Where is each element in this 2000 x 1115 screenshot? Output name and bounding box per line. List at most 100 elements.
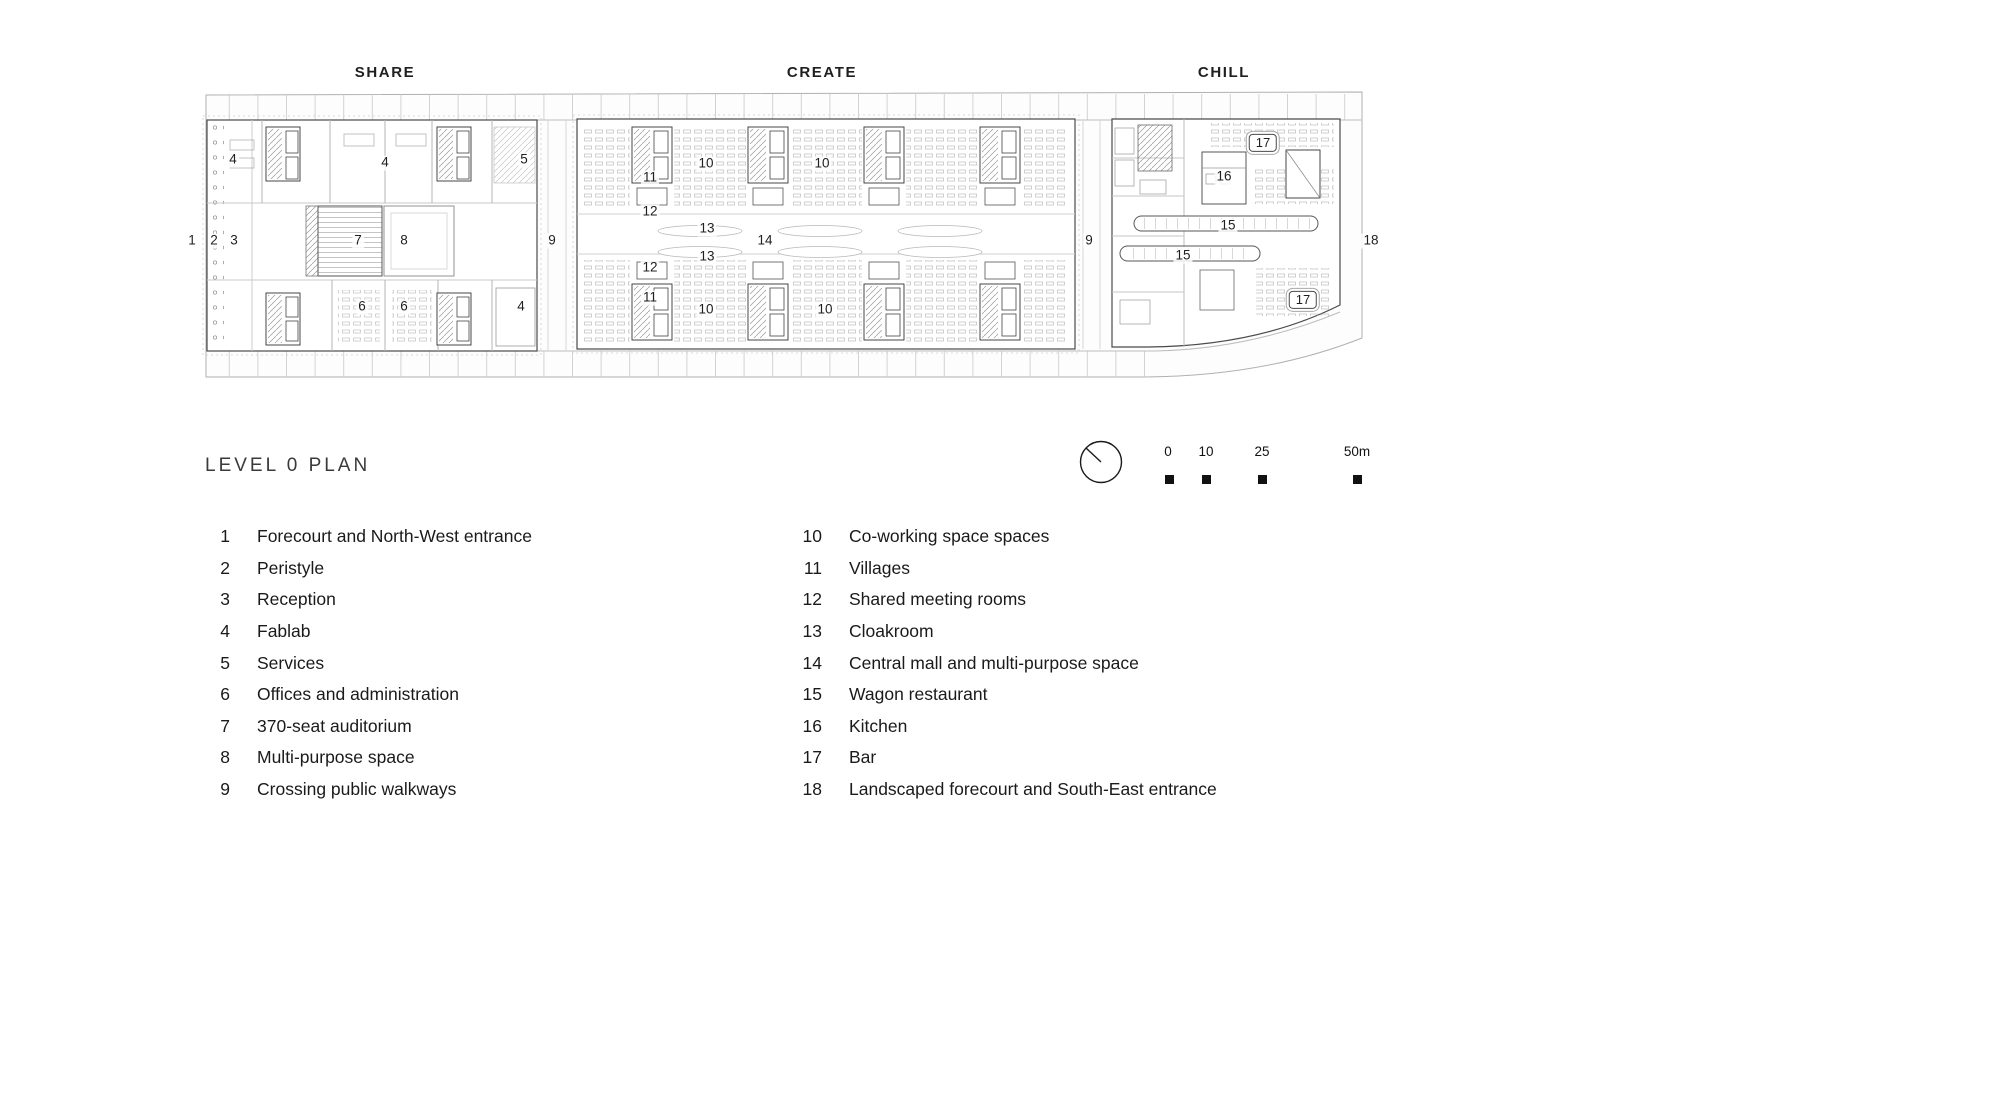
room-label-2: 2 — [208, 232, 220, 249]
auditorium — [305, 205, 383, 277]
scale-square — [1202, 475, 1211, 484]
stair-core — [265, 126, 301, 182]
services-room — [493, 126, 536, 184]
legend-label: Fablab — [257, 621, 311, 642]
service-room — [1199, 269, 1235, 311]
legend-item: 17 Bar — [762, 742, 1217, 774]
legend-number: 6 — [220, 684, 230, 705]
scale-tick-25: 25 — [1254, 444, 1270, 459]
legend-label: Reception — [257, 589, 336, 610]
legend-label: Shared meeting rooms — [849, 589, 1027, 610]
room-label-13: 13 — [697, 248, 717, 265]
multi-purpose-space — [383, 205, 455, 277]
legend-item: 5 Services — [160, 647, 532, 679]
scale-tick-10: 10 — [1198, 444, 1214, 459]
room-label-17-boxed: 17 — [1288, 290, 1318, 310]
room-label-15: 15 — [1218, 217, 1238, 234]
room-label-9: 9 — [1083, 232, 1095, 249]
room-label-8: 8 — [398, 232, 410, 249]
legend-item: 11 Villages — [762, 553, 1217, 585]
stair-core — [436, 292, 472, 346]
legend-label: Offices and administration — [257, 684, 460, 705]
legend-label: Villages — [849, 557, 910, 578]
legend-label: Central mall and multi-purpose space — [849, 652, 1139, 673]
room-label-11: 11 — [640, 169, 660, 186]
room-label-10: 10 — [696, 301, 716, 318]
cloakroom-lenses — [657, 225, 983, 258]
public-walkway-east — [1082, 120, 1101, 349]
room-label-10: 10 — [812, 155, 832, 172]
village-cluster — [978, 125, 1022, 344]
legend-label: Cloakroom — [849, 621, 934, 642]
scale-square — [1165, 475, 1174, 484]
room-label-6: 6 — [356, 298, 368, 315]
legend-number: 5 — [220, 652, 230, 673]
zone-title-chill: CHILL — [1197, 64, 1251, 81]
legend-item: 15 Wagon restaurant — [762, 679, 1217, 711]
room-label-10: 10 — [696, 155, 716, 172]
scale-tick-50: 50m — [1343, 444, 1371, 459]
legend-label: Services — [257, 652, 325, 673]
legend-label: Co-working space spaces — [849, 526, 1050, 547]
kitchen-room — [1201, 151, 1247, 205]
room-label-7: 7 — [352, 232, 364, 249]
room-label-13: 13 — [697, 220, 717, 237]
room-label-12: 12 — [640, 259, 660, 276]
fablab-benches — [229, 133, 427, 169]
legend-number: 13 — [802, 621, 822, 642]
legend-label: Peristyle — [257, 557, 325, 578]
room-label-9: 9 — [546, 232, 558, 249]
room-label-15: 15 — [1173, 247, 1193, 264]
block-share — [202, 115, 542, 356]
room-label-17-boxed: 17 — [1248, 133, 1278, 153]
legend-item: 9 Crossing public walkways — [160, 774, 532, 806]
legend-item: 1 Forecourt and North-West entrance — [160, 521, 532, 553]
stair-core — [265, 292, 301, 346]
scale-tick-0: 0 — [1164, 444, 1172, 459]
scale-square — [1258, 475, 1267, 484]
room-label-4: 4 — [379, 154, 391, 171]
legend-column-1: 1 Forecourt and North-West entrance 2 Peri… — [160, 521, 532, 805]
legend-item: 3 Reception — [160, 584, 532, 616]
scale-square — [1353, 475, 1362, 484]
legend-number: 18 — [802, 779, 822, 800]
room-label-12: 12 — [640, 203, 660, 220]
room-label-6: 6 — [398, 298, 410, 315]
stair-core — [436, 126, 472, 182]
room-label-4: 4 — [515, 298, 527, 315]
legend-item: 6 Offices and administration — [160, 679, 532, 711]
legend-number: 9 — [220, 779, 230, 800]
legend-number: 15 — [802, 684, 822, 705]
room-label-18: 18 — [1361, 232, 1381, 249]
room-label-11: 11 — [640, 289, 660, 306]
page-title: LEVEL 0 PLAN — [205, 455, 371, 476]
village-cluster — [746, 125, 790, 344]
zone-title-create: CREATE — [786, 64, 858, 81]
legend-label: Wagon restaurant — [849, 684, 988, 705]
legend-number: 8 — [220, 747, 230, 768]
room-label-14: 14 — [755, 232, 775, 249]
room-label-4: 4 — [227, 151, 239, 168]
legend-label: Multi-purpose space — [257, 747, 415, 768]
legend-number: 2 — [220, 557, 230, 578]
room-label-5: 5 — [518, 151, 530, 168]
legend-label: Forecourt and North-West entrance — [257, 526, 532, 547]
service-core — [1137, 124, 1173, 172]
legend-label: Crossing public walkways — [257, 779, 457, 800]
legend-number: 12 — [802, 589, 822, 610]
legend-label: Bar — [849, 747, 877, 768]
room-label-16: 16 — [1214, 168, 1234, 185]
legend-number: 1 — [220, 526, 230, 547]
legend-number: 14 — [802, 652, 822, 673]
north-arrow-icon — [1079, 440, 1123, 484]
legend-number: 11 — [803, 557, 822, 578]
fablab-room — [495, 287, 536, 347]
legend-number: 3 — [220, 589, 230, 610]
room-label-10: 10 — [815, 301, 835, 318]
legend-number: 17 — [802, 747, 822, 768]
legend-item: 2 Peristyle — [160, 553, 532, 585]
